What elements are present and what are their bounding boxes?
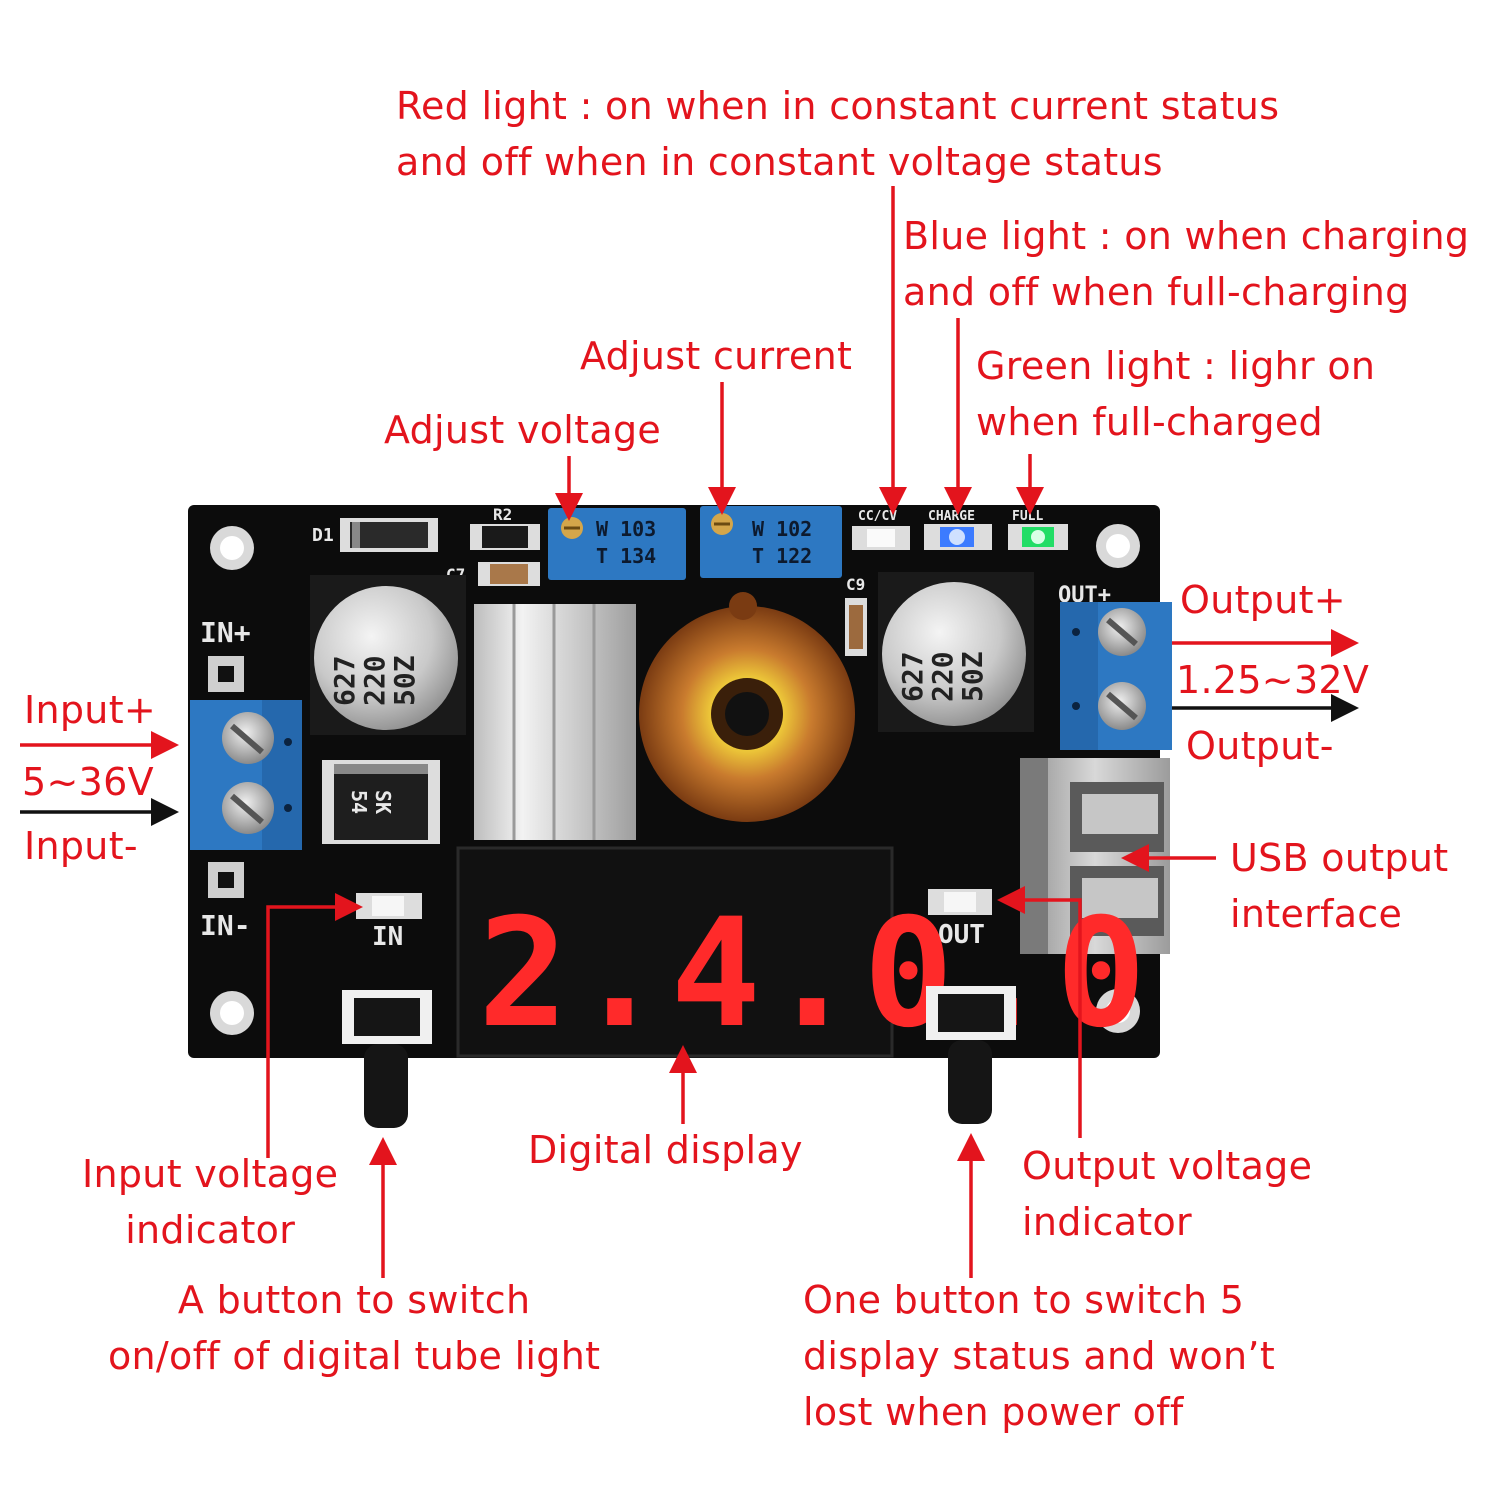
electrolytic-capacitor-left: 627 220 50Z — [310, 575, 466, 735]
silk-d1: D1 — [312, 525, 334, 546]
label-digital-display: Digital display — [528, 1128, 803, 1172]
label-input-range: 5~36V — [22, 760, 154, 804]
cap-right-marking-2: 220 — [926, 651, 959, 702]
label-output-indicator: Output voltage indicator — [1022, 1144, 1313, 1244]
pot-current-line2: T 122 — [752, 544, 812, 568]
electrolytic-capacitor-right: 627 220 50Z — [878, 572, 1034, 732]
label-red-light: Red light : on when in constant current … — [396, 84, 1280, 184]
cap-right-marking-1: 627 — [896, 651, 929, 702]
pot-current-line1: W 102 — [752, 517, 812, 541]
diode-d1 — [340, 518, 438, 552]
label-usb-output: USB output interface — [1230, 836, 1449, 936]
input-terminal-block — [190, 700, 302, 850]
label-adjust-current: Adjust current — [580, 334, 853, 378]
mounting-holes — [210, 524, 1140, 1035]
cap-right-marking-3: 50Z — [956, 651, 989, 702]
potentiometer-voltage: W 103 T 134 — [548, 508, 686, 580]
cap-left-marking-2: 220 — [358, 655, 391, 706]
output-terminal-block — [1060, 602, 1172, 750]
silk-r2: R2 — [493, 505, 512, 524]
diode-marking-1: SK — [371, 790, 395, 814]
label-output-plus: Output+ — [1180, 578, 1346, 622]
label-button-light: A button to switch on/off of digital tub… — [108, 1278, 601, 1378]
pot-voltage-line2: T 134 — [596, 544, 656, 568]
silk-cc-cv: CC/CV — [858, 509, 897, 524]
toroidal-inductor — [639, 592, 855, 822]
silk-in-minus: IN- — [200, 909, 251, 942]
cap-left-marking-3: 50Z — [388, 655, 421, 706]
label-button-mode: One button to switch 5 display status an… — [803, 1278, 1276, 1434]
diode-marking-2: 54 — [347, 790, 371, 814]
pot-voltage-line1: W 103 — [596, 517, 656, 541]
cap-left-marking-1: 627 — [328, 655, 361, 706]
silk-c9: C9 — [846, 575, 865, 594]
silk-full: FULL — [1012, 509, 1043, 524]
label-input-minus: Input- — [24, 824, 138, 868]
label-output-range: 1.25~32V — [1176, 658, 1370, 702]
led-charge — [924, 524, 992, 550]
label-green-light: Green light : lighr on when full-charged — [976, 344, 1376, 444]
silk-in-plus: IN+ — [200, 616, 251, 649]
schottky-diode-sk54: SK 54 — [322, 760, 440, 844]
label-output-minus: Output- — [1186, 724, 1334, 768]
led-input-indicator — [356, 893, 422, 919]
label-adjust-voltage: Adjust voltage — [384, 408, 662, 452]
potentiometer-current: W 102 T 122 — [700, 506, 842, 578]
silk-charge: CHARGE — [928, 509, 975, 524]
light-switch-button — [342, 990, 432, 1128]
silk-out: OUT — [938, 920, 985, 950]
led-full — [1008, 524, 1068, 550]
display-reading: 2.4.0.0 — [478, 887, 1152, 1061]
led-cc-cv — [852, 526, 910, 550]
heatsink — [474, 604, 636, 840]
label-input-plus: Input+ — [24, 688, 157, 732]
resistor-r2 — [470, 524, 540, 550]
silk-in: IN — [372, 922, 403, 952]
label-blue-light: Blue light : on when charging and off wh… — [903, 214, 1470, 314]
mode-switch-button — [926, 986, 1016, 1124]
capacitor-c7 — [478, 562, 540, 586]
led-output-indicator — [928, 889, 992, 915]
label-input-indicator: Input voltage indicator — [82, 1152, 339, 1252]
